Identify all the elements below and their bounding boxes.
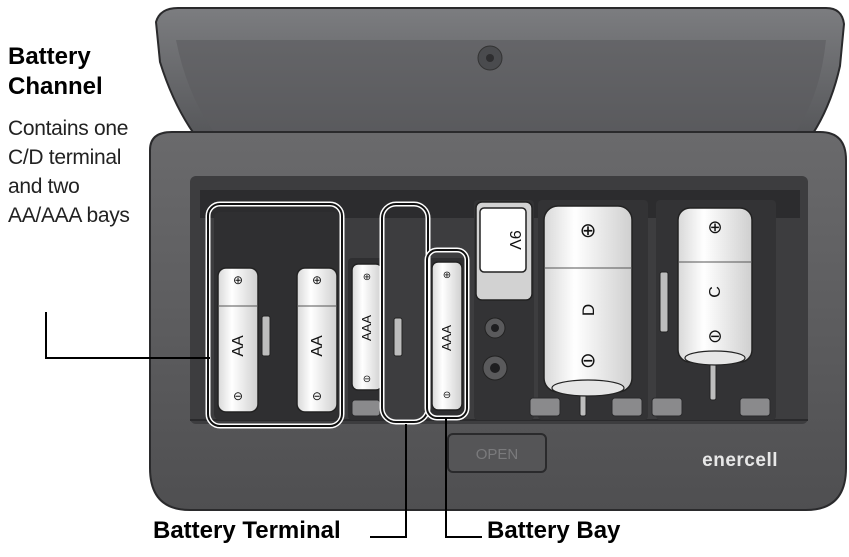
battery-d: ⊕ D ⊖ — [543, 205, 633, 397]
battery-bay-leader — [445, 418, 482, 538]
nine-volt-sockets — [482, 317, 508, 381]
battery-bay-label: Battery Bay — [487, 517, 621, 544]
open-button-label: OPEN — [476, 446, 519, 463]
battery-aaa-1-label: AAA — [359, 315, 374, 341]
battery-aa-1-label: AA — [230, 335, 247, 357]
battery-channel-description: Contains one C/D terminal and two AA/AAA… — [8, 117, 130, 227]
battery-terminal-springs — [261, 271, 717, 417]
battery-d-label: D — [579, 304, 598, 316]
battery-aa-2-minus: ⊖ — [312, 389, 322, 403]
battery-aa-1-minus: ⊖ — [233, 389, 243, 403]
battery-d-minus: ⊖ — [580, 350, 597, 372]
battery-channel-leader — [45, 312, 210, 359]
battery-aaa-2: ⊕ AAA ⊖ — [431, 261, 463, 411]
battery-c-plus: ⊕ — [707, 217, 722, 237]
battery-c: ⊕ C ⊖ — [677, 207, 753, 366]
battery-c-minus: ⊖ — [707, 326, 722, 346]
battery-aa-2-label: AA — [309, 335, 326, 357]
battery-aa-2: ⊕ AA ⊖ — [296, 267, 338, 413]
battery-aaa-2-minus: ⊖ — [443, 390, 451, 401]
battery-9v-label: 9V — [506, 230, 523, 250]
battery-9v: 9V — [475, 201, 533, 301]
battery-aaa-1: ⊕ AAA ⊖ — [351, 263, 383, 391]
battery-terminal-leader — [370, 424, 407, 538]
battery-terminal-contacts — [351, 397, 771, 417]
battery-aa-2-plus: ⊕ — [312, 273, 322, 287]
battery-terminal-label: Battery Terminal — [153, 517, 341, 544]
open-button[interactable]: OPEN — [447, 433, 547, 473]
battery-d-plus: ⊕ — [580, 220, 597, 242]
battery-aa-1-plus: ⊕ — [233, 273, 243, 287]
battery-aaa-2-plus: ⊕ — [443, 270, 451, 281]
battery-aaa-1-minus: ⊖ — [363, 374, 371, 385]
battery-aa-1: ⊕ AA ⊖ — [217, 267, 259, 413]
battery-aaa-2-label: AAA — [439, 325, 454, 351]
brand-logo: enercell — [702, 450, 778, 471]
leader-lines — [45, 312, 482, 538]
battery-aaa-1-plus: ⊕ — [363, 272, 371, 283]
battery-channel-title: Battery Channel — [8, 43, 103, 100]
battery-c-label: C — [707, 286, 724, 298]
